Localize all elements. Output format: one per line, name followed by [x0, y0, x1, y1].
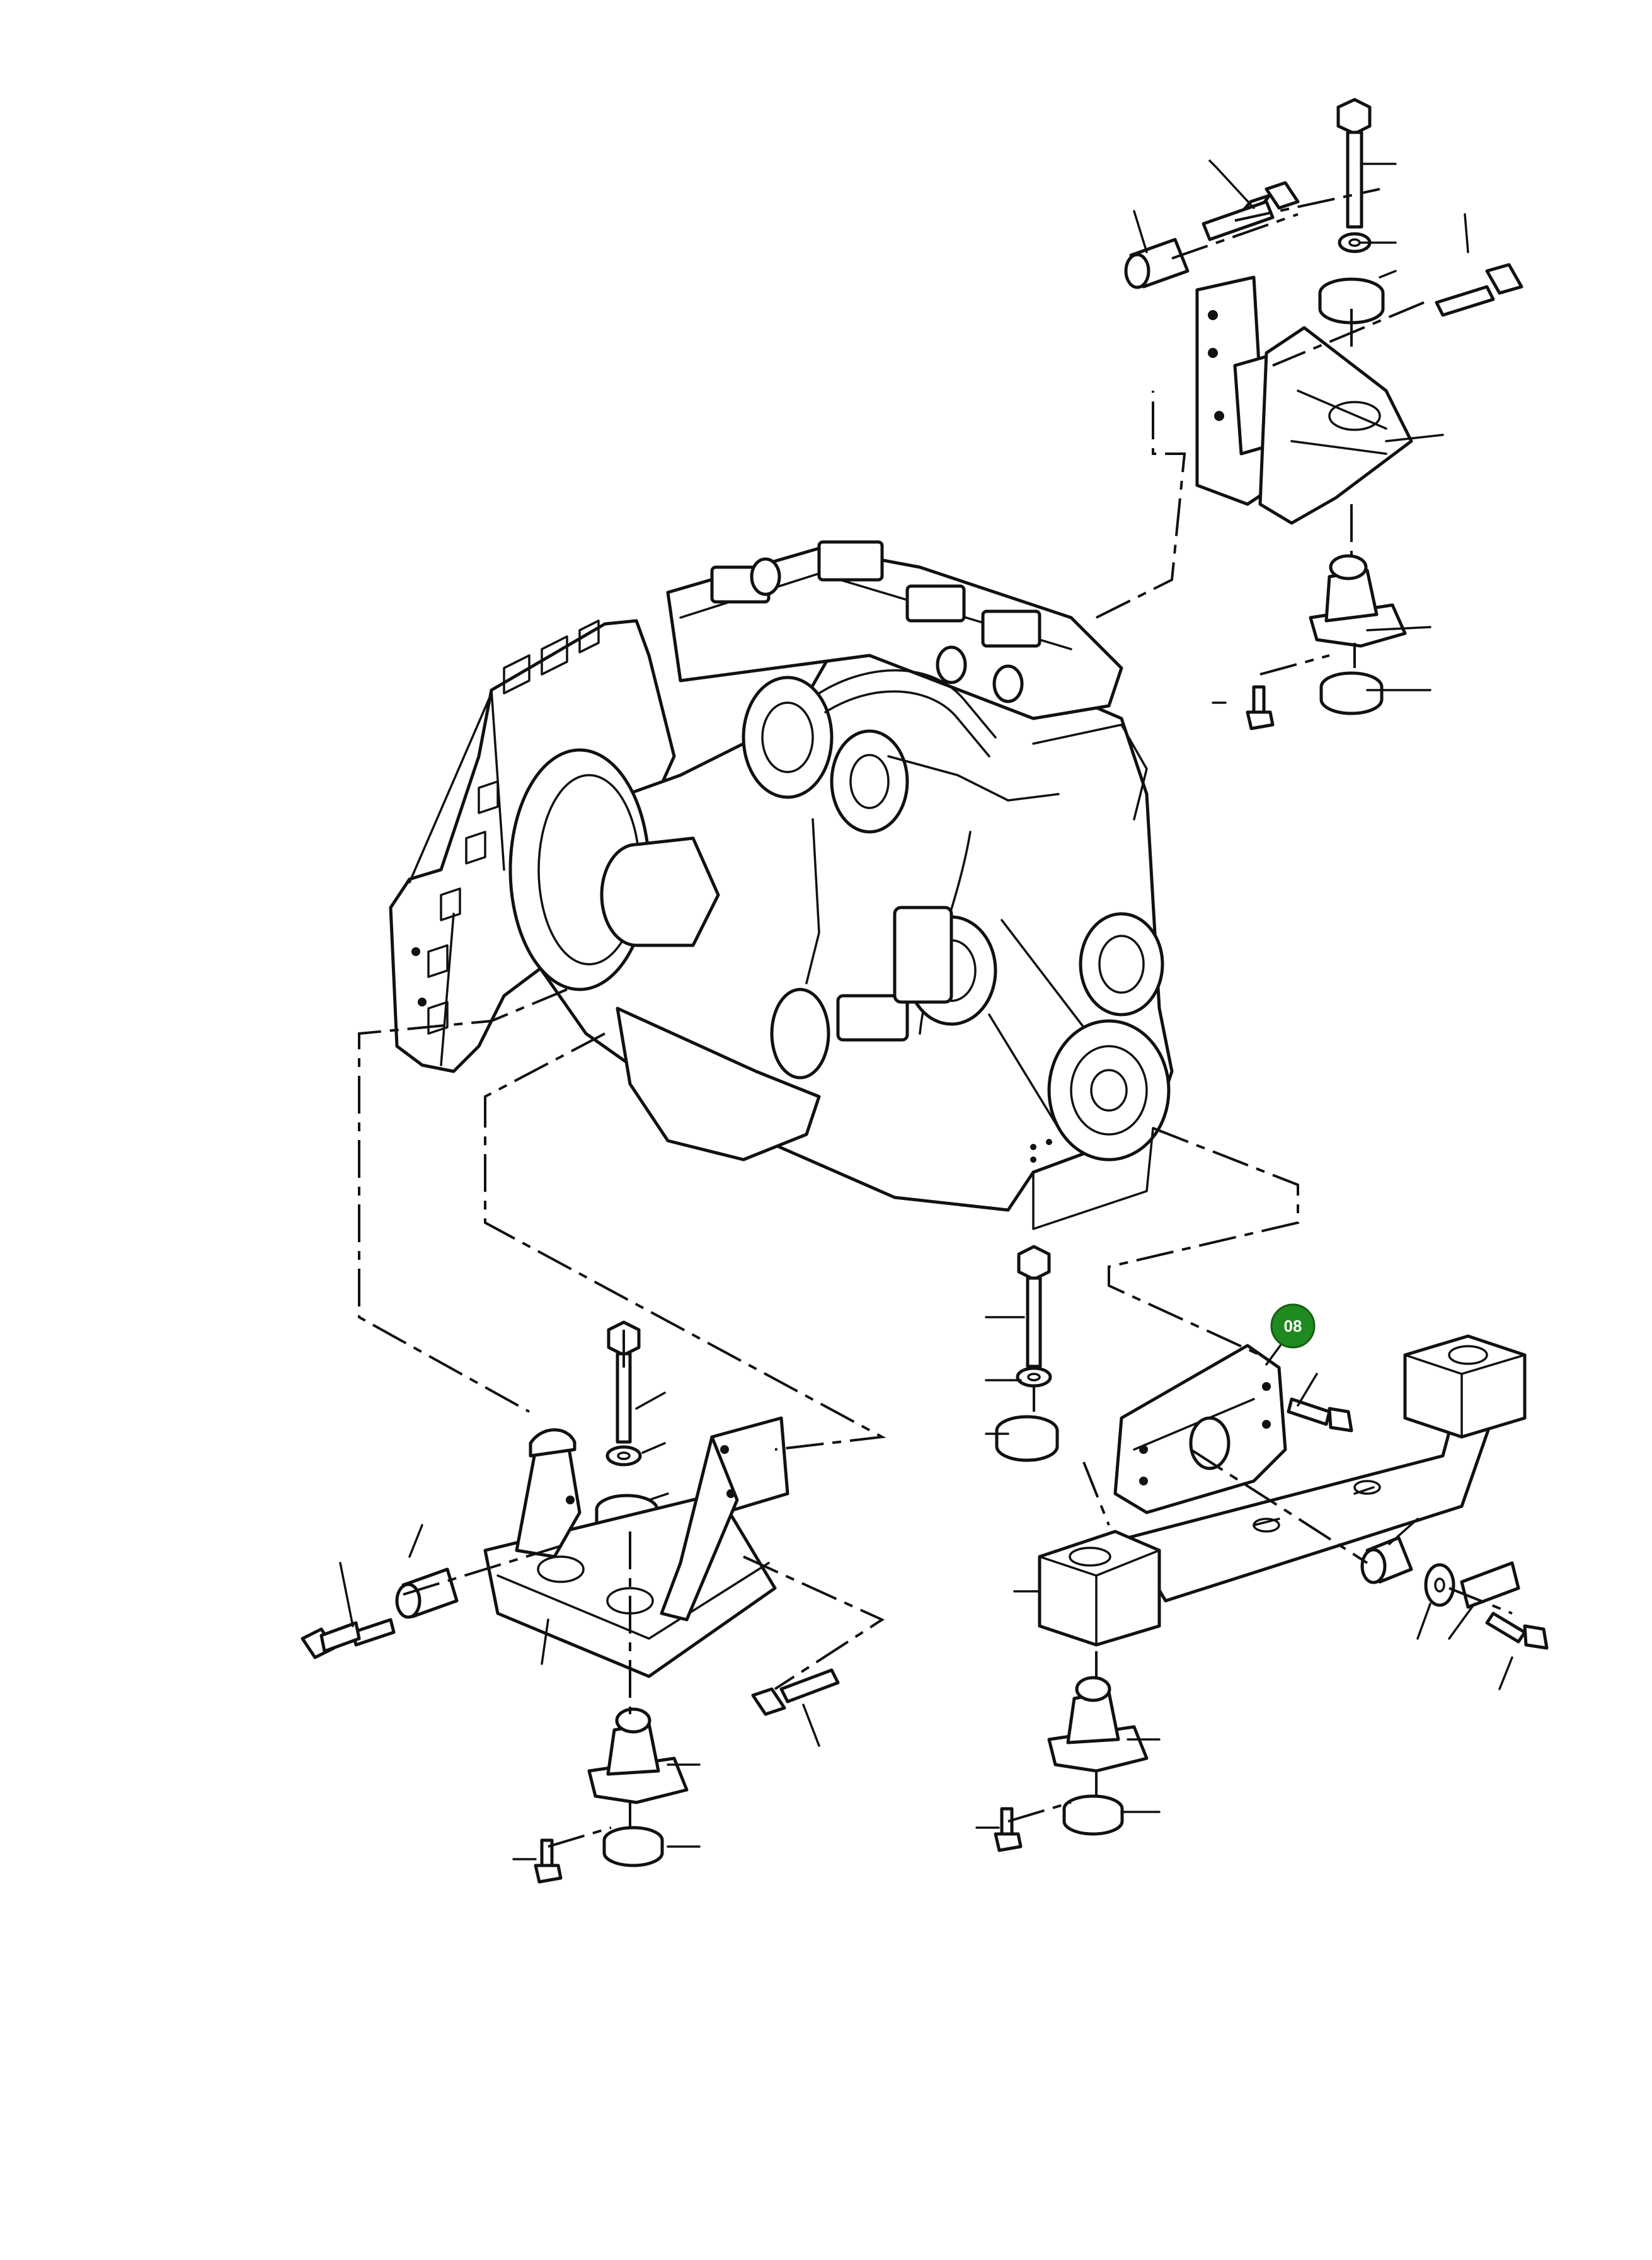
callout-08-circle[interactable] — [1270, 1303, 1316, 1349]
bolt-icon — [1435, 263, 1523, 317]
engine-mount-icon — [587, 1707, 689, 1804]
bolt-icon — [994, 1807, 1023, 1852]
bolt-icon — [751, 1668, 840, 1716]
engine-mount-icon — [1309, 554, 1407, 648]
assembly-lines — [358, 188, 1513, 1848]
engine-mount-bottom-right — [975, 1245, 1549, 1852]
engine-mount-icon — [1047, 1676, 1149, 1773]
bolt-icon — [534, 1838, 563, 1884]
callout-08[interactable]: 08 — [1265, 1303, 1316, 1366]
engine-mount-top-right — [1124, 98, 1523, 730]
bolt-icon — [1336, 98, 1372, 229]
bolt-icon — [1485, 1611, 1549, 1650]
bolt-icon — [301, 1618, 396, 1659]
bolt-icon — [1246, 685, 1275, 730]
engine-illustration — [389, 540, 1174, 1230]
callout-08-label: 08 — [1284, 1317, 1302, 1335]
engine-mount-bottom-left — [301, 1320, 840, 1884]
bolt-icon — [1017, 1245, 1051, 1368]
